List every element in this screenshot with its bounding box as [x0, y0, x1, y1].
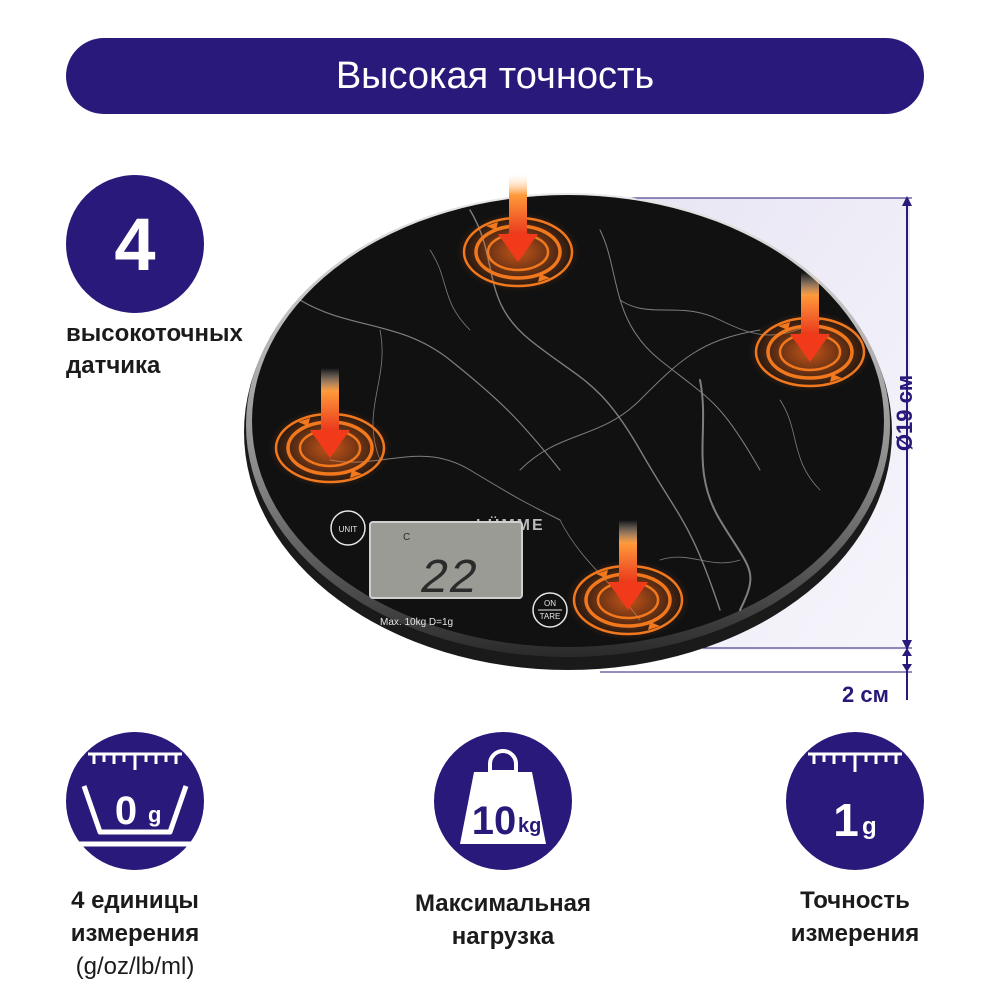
precision-icon: 1 g: [786, 732, 924, 870]
dimension-arrow-down-icon: [902, 640, 912, 650]
scale-spec-text: Max. 10kg D=1g: [380, 617, 453, 628]
diameter-label: Ø19 см: [892, 374, 917, 452]
units-feature-line2: измерения: [70, 920, 200, 947]
weight-body-icon: [460, 772, 546, 844]
sensor-count: 4: [114, 202, 156, 286]
dimension-arrow-up-icon: [902, 196, 912, 206]
pressure-arrow-shaft: [619, 520, 637, 586]
weight-handle-icon: [488, 749, 518, 774]
rotation-arrow-icon: [486, 222, 498, 230]
ruler-ticks-icon: [88, 752, 182, 770]
on-button-label: ON: [544, 599, 556, 608]
banner-title: Высокая точность: [335, 54, 655, 97]
weight-feature-line2: нагрузка: [451, 923, 555, 950]
rotation-arrow-icon: [298, 418, 310, 426]
units-feature-label: 4 единицы измерения (g/oz/lb/ml): [40, 884, 230, 983]
sensor-label-line1: высокоточных: [66, 320, 243, 347]
title-banner: Высокая точность: [66, 38, 924, 114]
sensor-count-badge: 4: [66, 175, 204, 313]
pressure-arrow-shaft: [509, 172, 527, 238]
lcd-unit: C: [403, 532, 410, 543]
rotation-arrow-icon: [350, 470, 362, 478]
precision-ruler-icon: [808, 752, 902, 772]
precision-feature-label: Точность измерения: [760, 884, 950, 950]
pressure-sensor-marker: [456, 172, 580, 292]
units-icon: 0 g: [66, 732, 204, 870]
pressure-arrow-icon: [498, 234, 538, 262]
on-tare-button[interactable]: [532, 592, 568, 628]
rotation-arrow-icon: [830, 374, 842, 382]
sensor-label: высокоточных датчика: [66, 318, 243, 382]
weight-icon-number: 10: [472, 799, 517, 843]
weight-icon: 10 kg: [434, 732, 572, 870]
weight-feature-line1: Максимальная: [414, 890, 592, 917]
weight-icon-unit: kg: [518, 815, 541, 837]
tare-button-label: TARE: [540, 612, 561, 621]
pressure-sensor-marker: [566, 520, 690, 640]
precision-icon-unit: g: [862, 813, 877, 840]
pressure-arrow-icon: [310, 430, 350, 458]
sensor-label-line2: датчика: [66, 352, 161, 379]
units-feature-line3: (g/oz/lb/ml): [75, 953, 195, 980]
rotation-arrow-icon: [538, 274, 550, 282]
height-arrow-down-icon: [902, 664, 912, 672]
units-icon-number: 0: [115, 789, 137, 833]
pressure-arrow-shaft: [801, 272, 819, 338]
precision-icon-number: 1: [833, 794, 859, 846]
precision-feature-line1: Точность: [800, 887, 910, 914]
units-icon-unit: g: [148, 802, 161, 827]
rotation-arrow-icon: [648, 622, 660, 630]
unit-button[interactable]: [330, 510, 366, 546]
pressure-arrow-icon: [608, 582, 648, 610]
rotation-arrow-icon: [778, 322, 790, 330]
height-arrow-up-icon: [902, 648, 912, 656]
lcd-value: 22: [420, 553, 478, 607]
rotation-arrow-icon: [596, 570, 608, 578]
pressure-arrow-shaft: [321, 368, 339, 434]
pressure-sensor-marker: [268, 368, 392, 488]
pressure-arrow-icon: [790, 334, 830, 362]
unit-button-label: UNIT: [339, 525, 358, 534]
lcd-display: [369, 521, 523, 599]
weight-feature-label: Максимальная нагрузка: [380, 887, 626, 953]
height-label: 2 см: [842, 682, 889, 707]
precision-feature-line2: измерения: [790, 920, 920, 947]
units-feature-line1: 4 единицы: [71, 887, 199, 914]
pressure-sensor-marker: [748, 272, 872, 392]
sensor-markers: [268, 172, 872, 640]
bowl-icon: [81, 785, 189, 835]
